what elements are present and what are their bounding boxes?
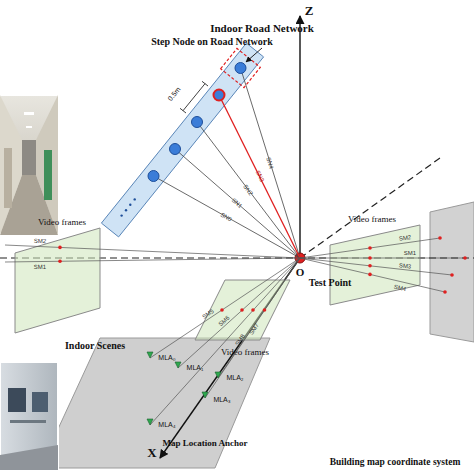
projection-point xyxy=(368,273,372,277)
video-frame-plane-shape xyxy=(15,228,100,333)
photo-door xyxy=(4,148,12,208)
matched-sight-line xyxy=(219,95,300,258)
sight-line-label: SN1 xyxy=(231,197,244,209)
video-frame-plane: Video frames xyxy=(15,228,100,333)
photo-poster xyxy=(32,392,48,412)
projection-point xyxy=(368,246,372,250)
axis-label: X xyxy=(147,446,156,459)
anchor-label: MLA₂ xyxy=(226,374,243,381)
step-node xyxy=(192,117,203,128)
sight-line-label: SN4 xyxy=(265,157,274,170)
dimension-tick xyxy=(180,108,186,113)
projection-point xyxy=(220,308,224,312)
photo-poster xyxy=(8,388,26,412)
scene-label: Indoor Scenes xyxy=(65,341,125,351)
sight-line-label: SM1 xyxy=(34,264,46,270)
frame-label: Video frames xyxy=(221,348,269,357)
sight-line xyxy=(150,258,300,358)
photo-frame xyxy=(0,95,58,235)
photo-floor xyxy=(0,445,58,470)
scene-point xyxy=(450,273,454,277)
scene-point xyxy=(438,236,442,240)
coordinate-system-label: Building map coordinate system xyxy=(330,458,461,468)
projection-point xyxy=(368,256,372,260)
anchor-caption: Map Location Anchor xyxy=(162,439,247,448)
matched-step-node xyxy=(214,90,225,101)
callout-label: Step Node on Road Network xyxy=(151,37,273,47)
sight-line xyxy=(150,258,300,425)
test-point-label: Test Point xyxy=(309,278,352,288)
test-point-shape xyxy=(295,253,305,263)
sight-line-label: SN0 xyxy=(219,212,232,223)
video-frame-plane-shape xyxy=(195,280,290,340)
projection-point xyxy=(251,308,255,312)
projection-point xyxy=(263,308,267,312)
origin-label: O xyxy=(296,267,305,278)
x-axis xyxy=(160,258,300,458)
anchor-marker xyxy=(215,372,221,378)
anchor-marker xyxy=(202,392,208,398)
axis-label: Z xyxy=(305,4,314,17)
dimension-tick xyxy=(202,81,208,86)
photo-door xyxy=(44,150,52,200)
ellipsis-dot xyxy=(125,209,127,211)
sight-line-label: SM1 xyxy=(404,250,416,256)
sight-line xyxy=(178,258,300,368)
sight-line xyxy=(300,258,465,259)
frame-label: Video frames xyxy=(38,218,86,227)
anchor-label: MLA₀ xyxy=(158,354,175,361)
map-plane xyxy=(40,338,270,468)
photo-frame xyxy=(0,362,58,470)
step-node xyxy=(148,171,159,182)
photo-corridor xyxy=(22,140,36,175)
ellipsis-dot xyxy=(134,198,136,200)
projection-point xyxy=(240,308,244,312)
scene-point xyxy=(443,290,447,294)
photo-light xyxy=(26,126,32,128)
frame-label: Video frames xyxy=(348,215,396,224)
anchor-label: MLA₄ xyxy=(158,421,175,428)
video-frame-plane-outline xyxy=(15,228,100,333)
projection-point xyxy=(58,260,62,264)
sight-line xyxy=(154,176,301,258)
scene-point xyxy=(463,256,467,260)
sight-line-label: SM3 xyxy=(399,262,412,269)
sight-line xyxy=(197,122,300,258)
anchor-marker xyxy=(175,362,181,368)
road-network-band-shape xyxy=(101,43,263,237)
anchor-label: MLA₁ xyxy=(187,364,204,371)
photo-wall xyxy=(36,95,58,235)
projection-point xyxy=(58,246,62,250)
ellipsis-dot xyxy=(129,204,131,206)
video-frame-plane-shape xyxy=(330,225,420,305)
photo-light xyxy=(24,112,34,115)
z-axis xyxy=(299,16,300,258)
sight-line-label: SN3 xyxy=(255,169,266,182)
step-node xyxy=(170,144,181,155)
map-plane xyxy=(430,202,474,342)
indoor-photo xyxy=(0,362,58,470)
photo-wall xyxy=(0,95,22,235)
dimension-label: 0.5m xyxy=(166,86,181,102)
network-title: Indoor Road Network xyxy=(210,23,314,34)
anchor-marker xyxy=(147,352,153,358)
photo-rail xyxy=(10,420,46,423)
indoor-photo xyxy=(0,95,58,235)
sight-line-label: SM2 xyxy=(34,238,47,245)
map-anchors xyxy=(147,352,221,425)
step-node xyxy=(235,63,246,74)
anchor-label: MLA₃ xyxy=(213,396,230,403)
anchor-marker xyxy=(147,419,153,425)
sight-line xyxy=(175,149,300,258)
projection-point xyxy=(368,264,372,268)
ellipsis-dot xyxy=(120,214,122,216)
sight-line-label: SN2 xyxy=(242,184,254,197)
